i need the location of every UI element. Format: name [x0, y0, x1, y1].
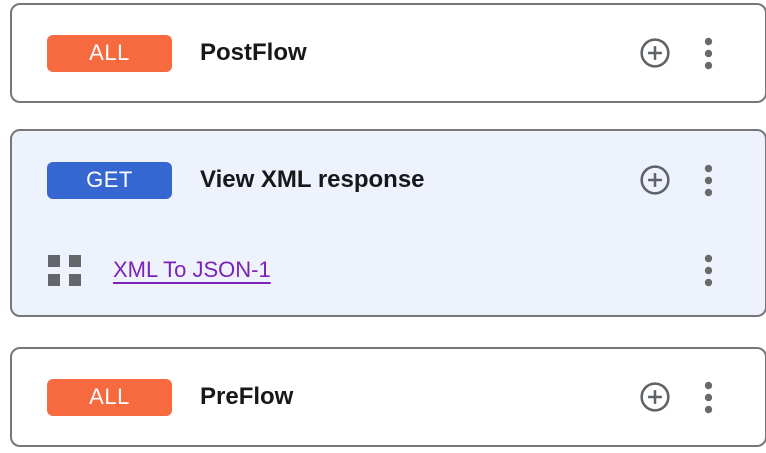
- policy-menu-button[interactable]: [704, 254, 713, 287]
- kebab-menu-icon: [704, 164, 713, 197]
- kebab-menu-icon: [704, 254, 713, 287]
- method-badge: ALL: [47, 34, 172, 72]
- flow-card-postflow: ALL PostFlow: [10, 3, 766, 103]
- flow-menu-button[interactable]: [704, 381, 713, 414]
- add-policy-button[interactable]: [639, 164, 671, 196]
- flow-header-view-xml-response[interactable]: GET View XML response: [12, 131, 765, 229]
- kebab-menu-icon: [704, 381, 713, 414]
- flow-title: View XML response: [200, 166, 425, 193]
- flow-menu-button[interactable]: [704, 164, 713, 197]
- add-policy-button[interactable]: [639, 381, 671, 413]
- kebab-menu-icon: [704, 37, 713, 70]
- method-badge: GET: [47, 161, 172, 199]
- flow-title: PostFlow: [200, 39, 307, 66]
- method-badge: ALL: [47, 378, 172, 416]
- flow-header-preflow[interactable]: ALL PreFlow: [12, 349, 765, 445]
- flow-menu-button[interactable]: [704, 37, 713, 70]
- plus-circle-icon: [639, 164, 671, 196]
- flow-card-preflow: ALL PreFlow: [10, 347, 766, 447]
- policy-link[interactable]: XML To JSON-1: [113, 257, 271, 282]
- plus-circle-icon: [639, 37, 671, 69]
- flow-header-postflow[interactable]: ALL PostFlow: [12, 5, 765, 101]
- plus-circle-icon: [639, 381, 671, 413]
- policy-row: XML To JSON-1: [12, 229, 765, 311]
- flow-card-view-xml-response: GET View XML response: [10, 129, 766, 317]
- policy-grid-icon: [48, 254, 81, 286]
- add-policy-button[interactable]: [639, 37, 671, 69]
- flow-title: PreFlow: [200, 383, 294, 410]
